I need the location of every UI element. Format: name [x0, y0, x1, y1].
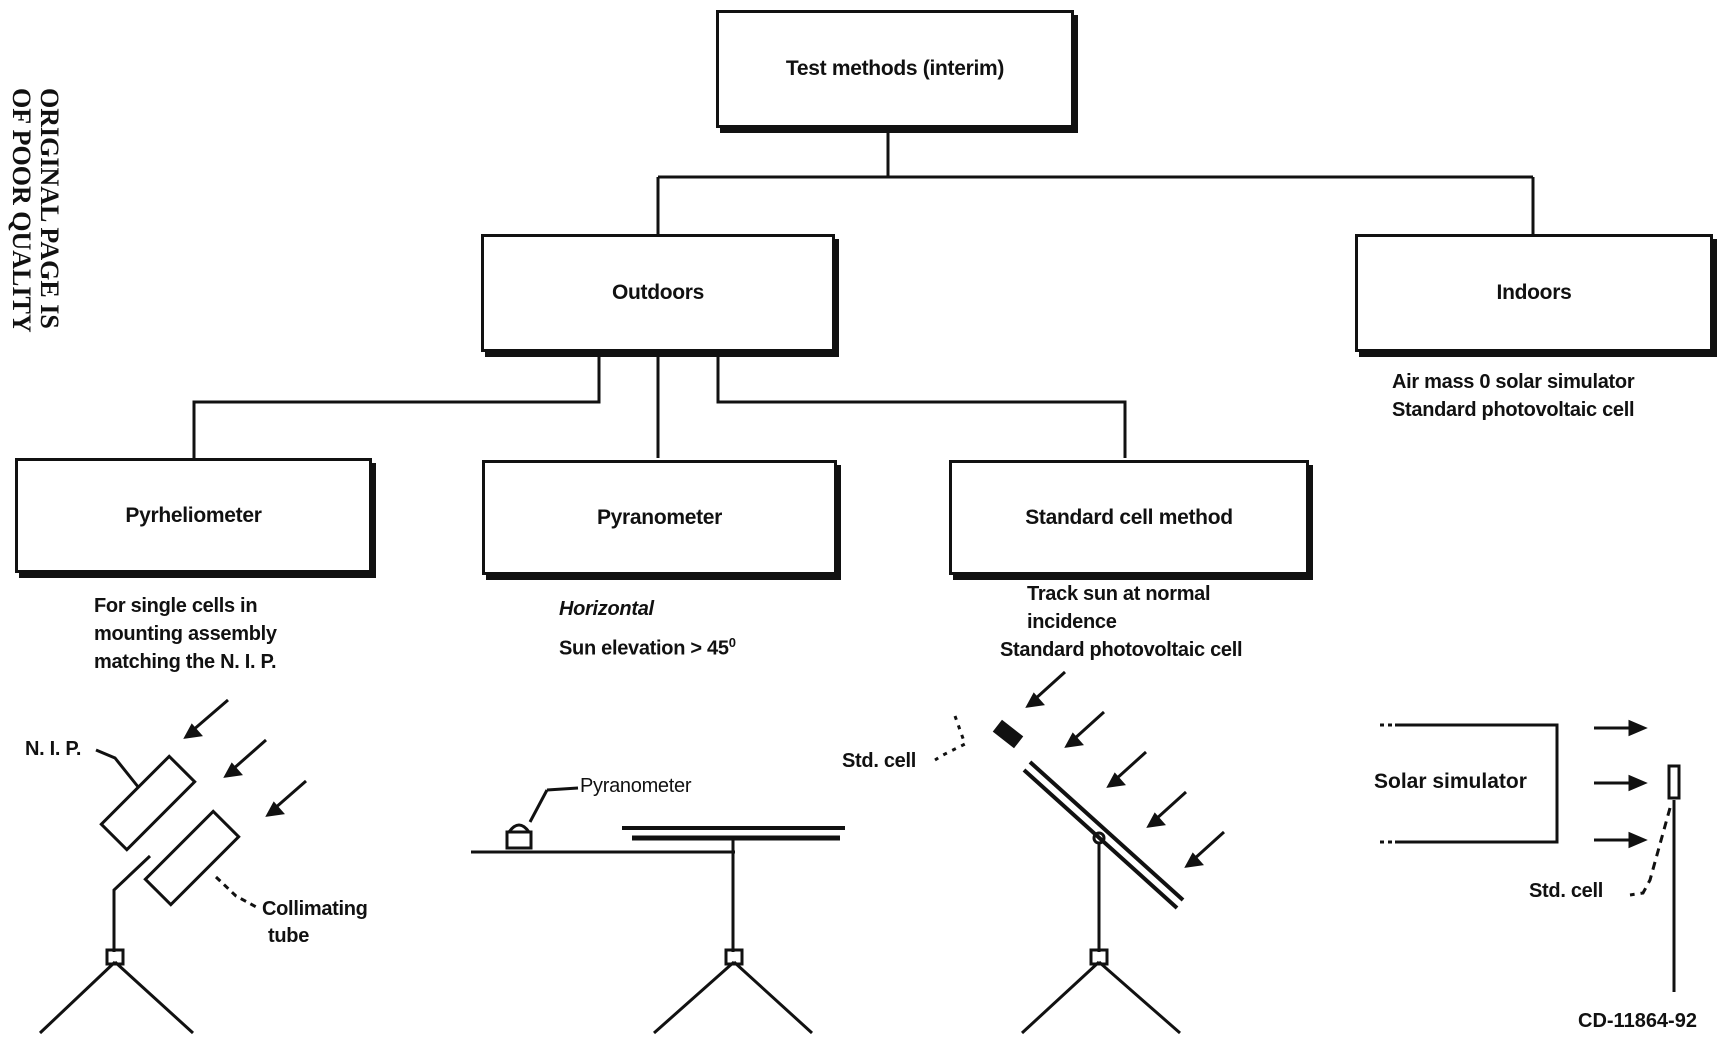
sun-arrows-mid [1025, 670, 1226, 868]
outdoors-box: Outdoors [481, 234, 835, 352]
root-box: Test methods (interim) [716, 10, 1074, 128]
indoors-label: Indoors [1496, 281, 1572, 304]
std-cell-sensor [992, 719, 1024, 749]
solar-simulator-label: Solar simulator [1374, 770, 1527, 793]
standard-cell-note-2: incidence [1027, 611, 1117, 633]
std-cell-leader [934, 715, 967, 762]
pyrheliometer-mast [112, 854, 152, 952]
tripod-head-1 [105, 948, 125, 966]
figure-reference: CD-11864-92 [1578, 1010, 1697, 1032]
nip-label: N. I. P. [25, 738, 82, 760]
pyrheliometer-illustration [38, 698, 307, 1035]
collimating-label-2: tube [268, 925, 310, 947]
standard-cell-note-1: Track sun at normal [1027, 583, 1211, 605]
sun-arrows-left [183, 698, 307, 817]
standard-cell-note-3: Standard photovoltaic cell [1000, 639, 1243, 661]
pyranometer-label: Pyranometer [596, 505, 723, 529]
collimating-tube [143, 809, 241, 907]
pyranometer-sensor [505, 830, 533, 850]
pyranometer-illustration [471, 786, 845, 1035]
pyrheliometer-note-3: matching the N. I. P. [94, 651, 277, 673]
tree-connectors [192, 126, 1535, 458]
tracking-panel-back [1022, 768, 1179, 910]
collimating-label-1: Collimating [262, 898, 368, 920]
standard-cell-illustration [934, 670, 1226, 1035]
nip-tube [99, 754, 197, 852]
indoors-note-2: Standard photovoltaic cell [1392, 399, 1635, 421]
standard-cell-label: Standard cell method [1025, 505, 1233, 529]
std-cell-label: Std. cell [842, 750, 916, 772]
connector-standard-cell [716, 352, 1127, 458]
solar-simulator-housing [1395, 723, 1559, 844]
tracking-panel [1028, 760, 1185, 902]
connector-pyrheliometer [192, 352, 601, 458]
indoors-notes: Air mass 0 solar simulator Standard phot… [1392, 368, 1635, 424]
pyrheliometer-notes: For single cells in mounting assembly ma… [94, 592, 277, 676]
tripod-head-2 [724, 948, 744, 966]
pyranometer-illustration-label: Pyranometer [580, 775, 692, 797]
tripod-head-3 [1089, 948, 1109, 966]
pyrheliometer-note-2: mounting assembly [94, 623, 277, 645]
indoor-std-cell-label: Std. cell [1529, 880, 1603, 902]
indoors-note-1: Air mass 0 solar simulator [1392, 371, 1635, 393]
pyranometer-notes: Horizontal Sun elevation > 450 [559, 592, 736, 666]
pyrheliometer-box: Pyrheliometer [15, 458, 372, 573]
simulator-arrows [1594, 719, 1648, 849]
pyrheliometer-label: Pyrheliometer [125, 503, 262, 527]
pyranometer-leader [528, 789, 549, 823]
pyranometer-box: Pyranometer [482, 460, 837, 575]
collimating-label: Collimating tube [262, 896, 368, 950]
solar-simulator-illustration [1380, 719, 1681, 992]
pyrheliometer-note-1: For single cells in [94, 595, 258, 617]
pyranometer-dome [507, 823, 531, 833]
standard-cell-box: Standard cell method [949, 460, 1309, 575]
degree-sup: 0 [728, 635, 736, 650]
indoors-box: Indoors [1355, 234, 1713, 352]
outdoors-label: Outdoors [611, 281, 705, 304]
root-label: Test methods (interim) [785, 57, 1005, 80]
collimating-leader [214, 875, 259, 910]
pyranometer-note-2: Sun elevation > 450 [559, 626, 736, 666]
pyranometer-note-1: Horizontal [559, 598, 654, 620]
standard-cell-notes: Track sun at normal incidence Standard p… [1000, 580, 1243, 664]
nip-leader [95, 748, 141, 789]
sun-elevation-value: 45 [707, 637, 729, 660]
indoor-std-cell [1667, 764, 1681, 800]
indoor-std-cell-leader [1629, 807, 1672, 897]
sun-elevation-text: Sun elevation > [559, 637, 702, 660]
